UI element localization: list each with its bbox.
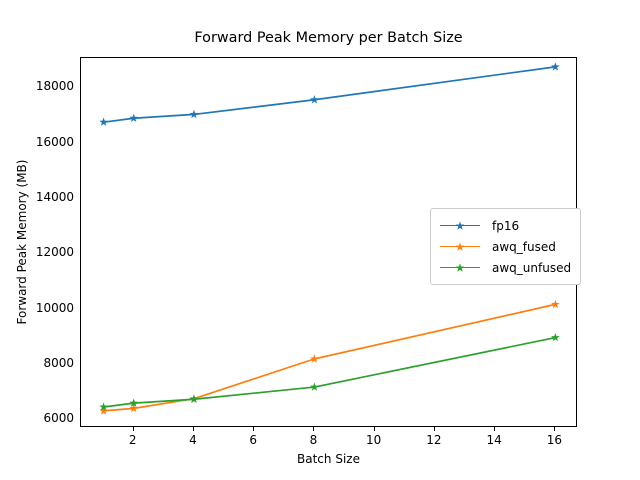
legend-item[interactable]: fp16	[438, 215, 571, 236]
x-tick-mark	[433, 427, 435, 431]
series-line-awq_fused	[102, 303, 557, 412]
y-tick-label: 14000	[35, 189, 74, 204]
y-tick-label: 18000	[35, 79, 74, 94]
data-point-marker	[99, 117, 108, 126]
legend-star-icon	[455, 220, 465, 230]
data-point-marker	[310, 95, 319, 104]
x-tick-label: 12	[426, 433, 442, 447]
data-point-marker	[129, 403, 139, 413]
x-tick-label: 4	[189, 433, 197, 447]
y-tick-label: 10000	[35, 300, 74, 315]
data-point-marker	[310, 382, 319, 391]
y-tick-label: 8000	[43, 355, 74, 370]
data-point-marker	[551, 62, 560, 71]
series-line-awq_unfused	[102, 336, 557, 408]
data-point-marker	[189, 109, 199, 119]
data-point-marker	[189, 394, 199, 403]
data-point-marker	[129, 398, 139, 407]
legend-swatch-awq-fused	[438, 240, 482, 254]
legend-label: fp16	[492, 218, 520, 233]
data-point-marker	[551, 332, 560, 342]
x-axis-label: Batch Size	[297, 452, 360, 466]
series-line-fp16	[102, 66, 557, 124]
y-tick-label: 16000	[35, 134, 74, 149]
legend-label: awq_unfused	[492, 260, 572, 275]
x-tick-mark	[554, 427, 556, 431]
legend-swatch-awq-unfused	[438, 261, 482, 275]
x-tick-mark	[313, 427, 315, 431]
x-tick-mark	[192, 427, 194, 431]
x-tick-label: 10	[366, 433, 382, 447]
x-tick-mark	[132, 427, 134, 431]
x-tick-mark	[373, 427, 375, 431]
data-point-marker	[99, 402, 108, 411]
page-title: Forward Peak Memory per Batch Size	[194, 30, 463, 46]
legend-label: awq_fused	[492, 239, 556, 254]
data-point-marker	[99, 406, 108, 415]
y-tick-label: 12000	[35, 245, 74, 260]
x-axis-ticks: 2 4 6 8 10 12 14 16	[80, 427, 577, 467]
x-tick-label: 8	[309, 433, 318, 447]
x-tick-label: 6	[249, 433, 257, 447]
legend-swatch-fp16	[438, 219, 482, 233]
x-tick-label: 16	[546, 433, 563, 447]
x-tick-label: 14	[486, 433, 502, 447]
legend-item[interactable]: awq_unfused	[438, 257, 571, 278]
x-tick-mark	[494, 427, 496, 431]
data-point-marker	[310, 354, 319, 363]
legend-item[interactable]: awq_fused	[438, 236, 571, 257]
series-canvas	[99, 62, 560, 415]
y-axis-ticks: 6000 8000 10000 12000 14000 16000 18000	[10, 57, 88, 427]
data-point-marker	[129, 113, 139, 123]
y-tick-label: 6000	[43, 411, 74, 426]
legend-star-icon	[455, 241, 465, 251]
legend: fp16 awq_fused awq_unfused	[430, 208, 582, 285]
x-tick-label: 2	[128, 433, 137, 447]
legend-star-icon	[455, 262, 465, 272]
data-point-marker	[551, 299, 560, 309]
x-tick-mark	[253, 427, 255, 431]
